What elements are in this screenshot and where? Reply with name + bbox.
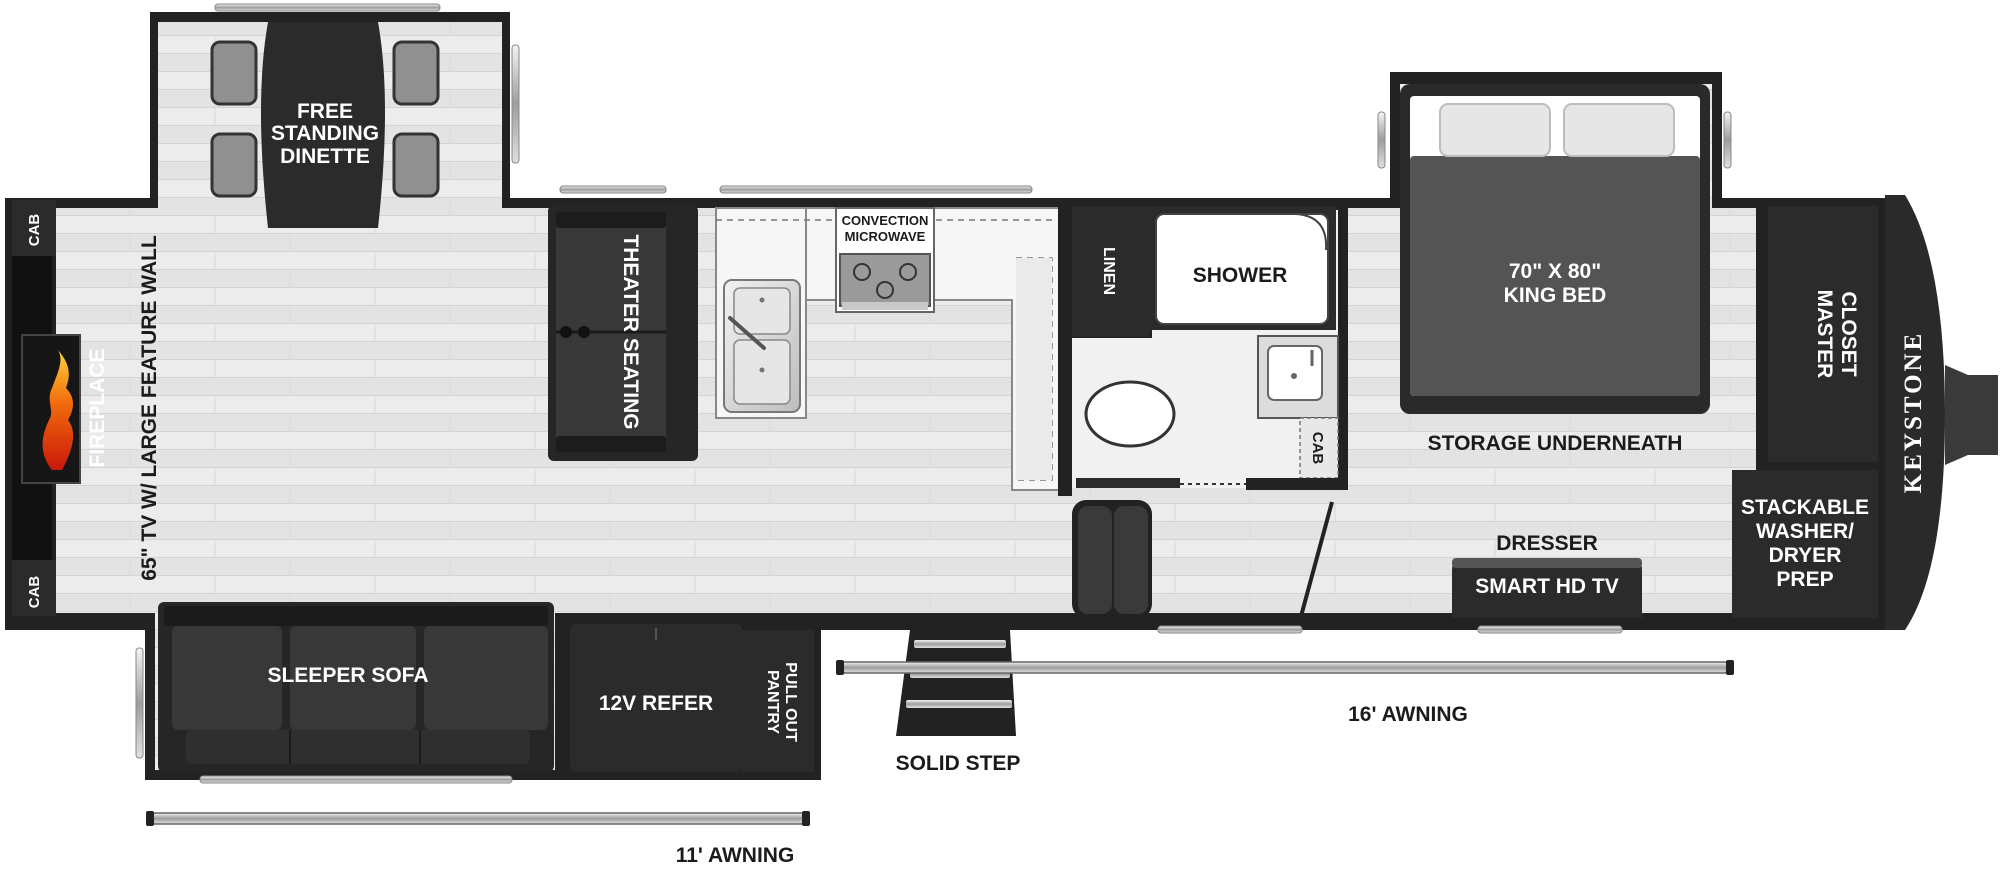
- tv-wall-label: 65" TV W/ LARGE FEATURE WALL: [138, 235, 161, 581]
- smart-tv-label: SMART HD TV: [1475, 575, 1619, 598]
- dinette-label-3: DINETTE: [280, 145, 370, 168]
- brand-logo: KEYSTONE: [1900, 331, 1927, 493]
- svg-text:DINETTE: DINETTE: [280, 145, 370, 168]
- svg-text:STACKABLE: STACKABLE: [1741, 496, 1869, 519]
- linen-label: LINEN: [1100, 247, 1117, 295]
- entry: [1072, 500, 1334, 621]
- svg-text:PREP: PREP: [1776, 568, 1833, 591]
- kitchen: CONVECTION MICROWAVE: [715, 200, 1072, 496]
- washer-label-4: PREP: [1776, 568, 1833, 591]
- sofa-slide: SLEEPER SOFA 12V REFER PULL OUT PANTRY: [158, 602, 814, 772]
- svg-text:DRYER: DRYER: [1769, 544, 1842, 567]
- convection-label-2: MICROWAVE: [845, 229, 926, 244]
- pantry-label-2: PANTRY: [764, 670, 781, 734]
- dinette-label-2: STANDING: [271, 122, 379, 145]
- feature-wall: CAB CAB FIREPLACE 65" TV W/ LARGE FEATUR…: [12, 200, 161, 616]
- dinette: FREE STANDING DINETTE: [210, 22, 440, 228]
- fireplace-label: FIREPLACE: [86, 348, 109, 467]
- theater-seating-label: THEATER SEATING: [619, 234, 642, 429]
- cab-top-label: CAB: [26, 214, 43, 247]
- svg-text:PANTRY: PANTRY: [764, 670, 781, 734]
- svg-text:FREE: FREE: [297, 100, 353, 123]
- dinette-label-1: FREE: [297, 100, 353, 123]
- washer-label-3: DRYER: [1769, 544, 1842, 567]
- dresser-label: DRESSER: [1496, 532, 1598, 555]
- closet-label-2: CLOSET: [1837, 291, 1860, 376]
- pantry-label-1: PULL OUT: [782, 662, 799, 742]
- svg-text:WASHER/: WASHER/: [1756, 520, 1854, 543]
- cab-bottom-label: CAB: [26, 576, 43, 609]
- windows: [135, 3, 1732, 784]
- svg-text:MICROWAVE: MICROWAVE: [845, 229, 926, 244]
- bathroom: LINEN SHOWER CAB: [1072, 200, 1348, 490]
- svg-text:MASTER: MASTER: [1813, 290, 1836, 379]
- washer-label-2: WASHER/: [1756, 520, 1854, 543]
- storage-label: STORAGE UNDERNEATH: [1428, 432, 1683, 455]
- svg-text:KING BED: KING BED: [1504, 284, 1607, 307]
- sleeper-sofa-label: SLEEPER SOFA: [267, 664, 428, 687]
- bed-size-label: 70" X 80": [1509, 260, 1601, 283]
- convection-label-1: CONVECTION: [842, 213, 929, 228]
- shower-label: SHOWER: [1193, 264, 1288, 287]
- svg-text:STANDING: STANDING: [271, 122, 379, 145]
- awning-11-label: 11' AWNING: [676, 844, 795, 867]
- fireplace-flame-icon: [42, 350, 74, 470]
- awnings: 16' AWNING 11' AWNING: [146, 660, 1734, 867]
- bedroom: 70" X 80" KING BED STORAGE UNDERNEATH MA…: [1400, 84, 1878, 618]
- refer-label: 12V REFER: [599, 692, 713, 715]
- svg-text:70" X 80": 70" X 80": [1509, 260, 1601, 283]
- solid-step-label: SOLID STEP: [896, 752, 1021, 775]
- bath-cab-label: CAB: [1309, 432, 1326, 465]
- svg-text:CLOSET: CLOSET: [1837, 291, 1860, 376]
- svg-text:PULL OUT: PULL OUT: [782, 662, 799, 742]
- bed-label: KING BED: [1504, 284, 1607, 307]
- theater-seating: THEATER SEATING: [548, 205, 698, 461]
- svg-text:CONVECTION: CONVECTION: [842, 213, 929, 228]
- washer-label-1: STACKABLE: [1741, 496, 1869, 519]
- solid-step: SOLID STEP: [896, 630, 1021, 775]
- closet-label-1: MASTER: [1813, 290, 1836, 379]
- awning-16-label: 16' AWNING: [1348, 703, 1468, 726]
